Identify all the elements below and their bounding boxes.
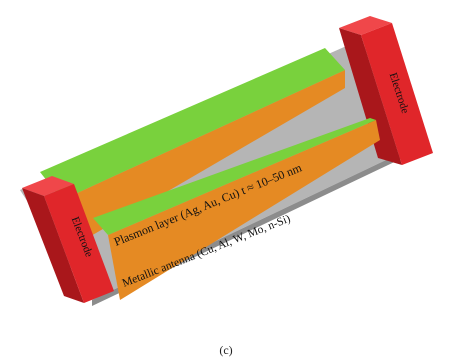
electrode-right-top (339, 16, 392, 35)
electrode-right-face (361, 23, 433, 165)
electrode-left-top (22, 176, 74, 196)
electrode-right-side (339, 28, 402, 165)
figure-caption: (c) (219, 343, 232, 357)
upper-bar-top (40, 48, 345, 200)
electrode-left-side (22, 188, 84, 303)
upper-bar-side (62, 70, 345, 240)
lower-bar-side (108, 120, 380, 300)
lower-bar-top (93, 118, 376, 235)
electrode-left-face (44, 184, 114, 303)
